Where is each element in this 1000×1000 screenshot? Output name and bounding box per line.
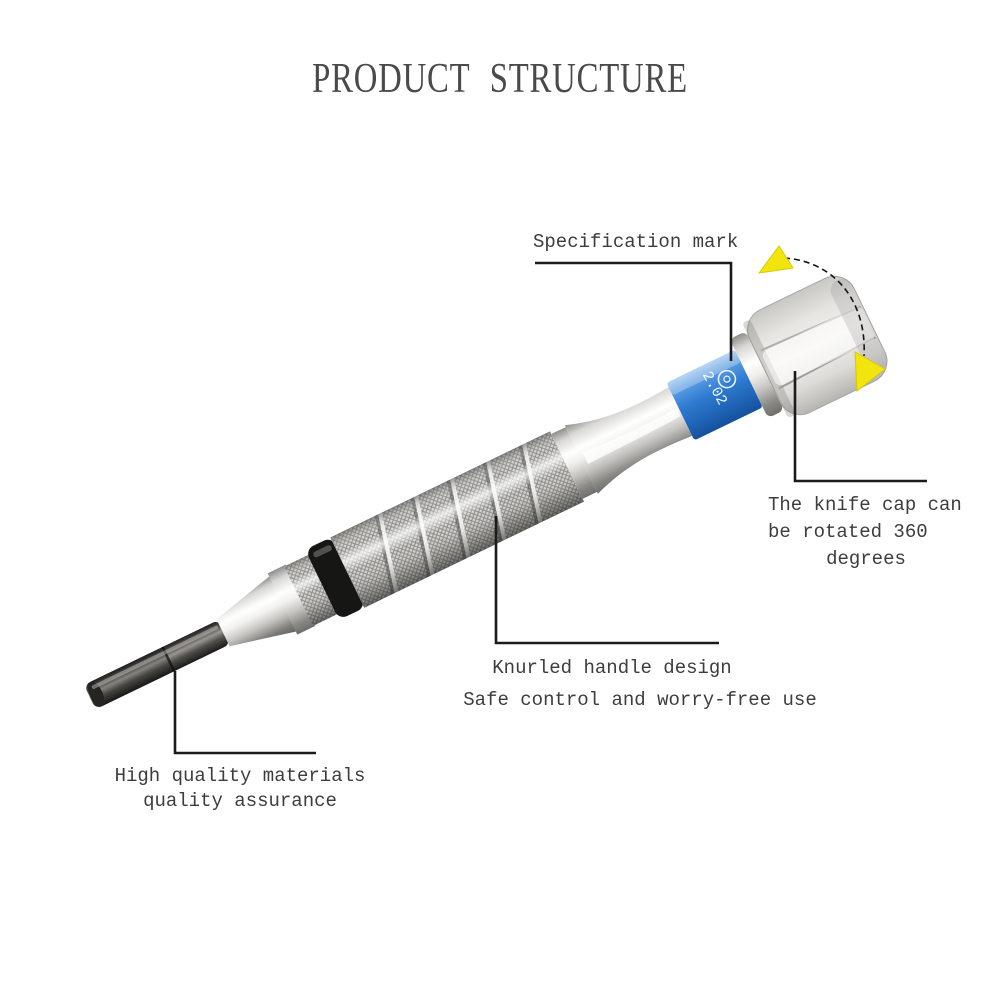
cap-front-facet [762, 306, 875, 385]
callout-line-handle [494, 516, 719, 645]
callout-handle-line1: Knurled handle design [492, 657, 732, 679]
band-logo-inner-icon [723, 375, 731, 383]
callout-cap-label: The knife cap can be rotated 360 degrees [768, 492, 964, 573]
rotation-arrow-bottom-icon [854, 351, 886, 392]
callout-materials-line1: High quality materials [114, 765, 366, 787]
page-title: PRODUCT STRUCTURE [312, 56, 688, 102]
spec-band: 2.02 [667, 350, 762, 440]
band-logo-icon [717, 369, 737, 389]
callout-line-specification [535, 261, 733, 361]
handle-end-ring [551, 427, 598, 499]
callout-materials-label: High quality materials quality assurance [115, 764, 366, 814]
tool-neck [564, 387, 693, 494]
callout-materials-line2: quality assurance [143, 790, 337, 812]
callout-line-cap [793, 371, 927, 483]
rotation-arrow-top-icon [757, 245, 794, 274]
callout-lines [173, 261, 927, 755]
callout-specification-label: Specification mark [533, 231, 739, 253]
callout-handle-line2: Safe control and worry-free use [463, 689, 817, 711]
screwdriver-tool: 2.02 [86, 275, 888, 707]
bit-joint-line [161, 646, 176, 672]
chuck-barrel [267, 564, 316, 635]
knurled-handle [330, 431, 584, 608]
rotation-arc [783, 257, 865, 357]
callout-cap-line2: be rotated 360 [768, 521, 928, 543]
callout-cap-line3: degrees [826, 548, 906, 570]
knurled-collar [284, 553, 341, 626]
callout-line-materials [173, 671, 316, 755]
tool-tip-shaft [86, 622, 229, 707]
callout-cap-line1: The knife cap can [768, 494, 962, 516]
knife-cap [743, 275, 888, 418]
o-ring [308, 539, 364, 617]
washer-ring [731, 333, 783, 417]
